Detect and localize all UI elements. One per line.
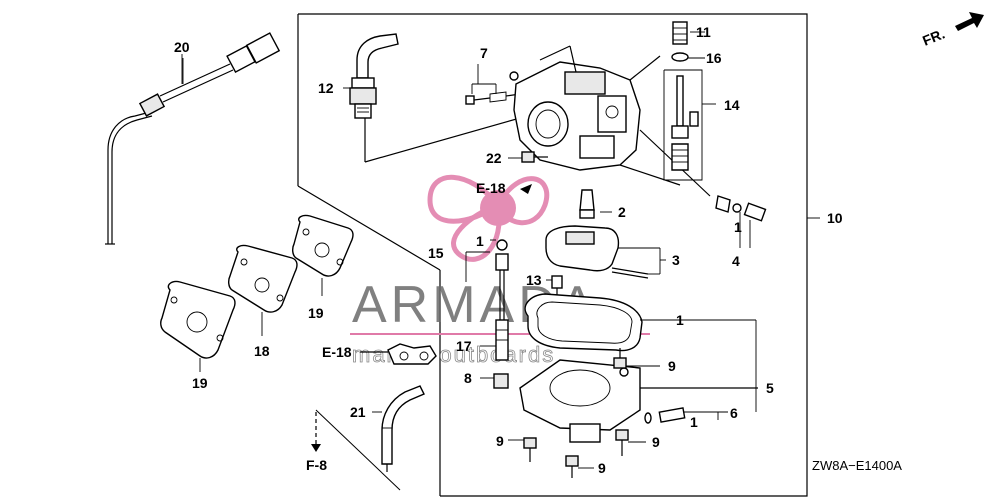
callout-9-c: 9: [652, 434, 660, 450]
part-12-fitting: [349, 33, 521, 163]
callout-19-left: 19: [192, 375, 208, 391]
part-9-screw-a: [613, 348, 627, 369]
part-3-float: [545, 225, 649, 279]
callout-22: 22: [486, 150, 502, 166]
callout-20: 20: [174, 39, 190, 55]
callout-16: 16: [706, 50, 722, 66]
ref-f8: F-8: [306, 457, 327, 473]
callout-1-gasket: 1: [676, 312, 684, 328]
ref-e18-top: E-18: [476, 180, 506, 196]
callout-1-drain: 1: [690, 414, 698, 430]
f8-reference-line: [311, 409, 401, 491]
part-17-emulsion-tube: [495, 319, 509, 361]
part-18-insulator: [227, 244, 298, 336]
reference-labels: E-18 E-18 F-8 ZW8A−E1400A: [306, 180, 902, 473]
part-9-screw-d: [565, 455, 579, 478]
callout-2: 2: [618, 204, 626, 220]
ref-e18-top-arrow-icon: [520, 184, 532, 194]
part-16-clip: [671, 52, 689, 62]
part-15-main-jet: [495, 239, 509, 320]
callout-11: 11: [696, 24, 711, 40]
callout-8: 8: [464, 370, 472, 386]
callout-18: 18: [254, 343, 270, 359]
part-22-screw: [521, 151, 548, 163]
leader-lines: [181, 31, 820, 469]
part-4-pilot-screw: [715, 195, 767, 222]
callout-9-d: 9: [598, 460, 606, 476]
callout-1-top: 1: [734, 219, 742, 235]
part-11-cap: [672, 21, 688, 45]
callout-15: 15: [428, 245, 444, 261]
part-8-drain-plug: [493, 373, 509, 389]
part-1-gasket: [524, 293, 643, 352]
callout-13: 13: [526, 272, 542, 288]
diagram-code: ZW8A−E1400A: [812, 458, 902, 473]
callout-14: 14: [724, 97, 740, 113]
part-21-hose: [381, 385, 425, 472]
part-6-drain-screw: [644, 407, 686, 424]
callout-9-b: 9: [496, 433, 504, 449]
callout-4: 4: [732, 253, 740, 269]
e18-bracket: [360, 343, 437, 365]
part-19-gasket-left: [160, 280, 236, 372]
ref-e18-left: E-18: [322, 344, 352, 360]
part-7-screws: [465, 91, 521, 105]
callout-7: 7: [480, 45, 488, 61]
part-5-float-chamber: [519, 359, 758, 443]
callout-12: 12: [318, 80, 334, 96]
callout-3: 3: [672, 252, 680, 268]
part-9-screw-b: [523, 437, 537, 462]
callout-17: 17: [456, 338, 472, 354]
assembly-boundary: [297, 13, 808, 497]
part-20-cable: [105, 32, 281, 245]
callout-6: 6: [730, 405, 738, 421]
callout-5: 5: [766, 380, 774, 396]
part-14-needle-set: [663, 69, 703, 181]
callout-10: 10: [827, 210, 843, 226]
part-2-float-valve: [579, 189, 595, 219]
front-label: FR.: [920, 25, 947, 48]
callout-19-right: 19: [308, 305, 324, 321]
front-arrow-icon: [955, 12, 984, 31]
part-9-screw-c: [615, 429, 629, 456]
callout-9-a: 9: [668, 358, 676, 374]
carburetor-body: [509, 45, 711, 197]
watermark-tagline: marine outboards: [352, 342, 555, 367]
propeller-logo: [427, 174, 550, 262]
callout-labels: 20 12 7 11 16 14 10 22 2 3 1 4 1 15 13 1…: [174, 24, 843, 476]
front-direction-indicator: FR.: [920, 12, 984, 49]
callout-1-jet: 1: [476, 233, 484, 249]
callout-21: 21: [350, 404, 366, 420]
part-19-gasket-right: [291, 214, 354, 296]
